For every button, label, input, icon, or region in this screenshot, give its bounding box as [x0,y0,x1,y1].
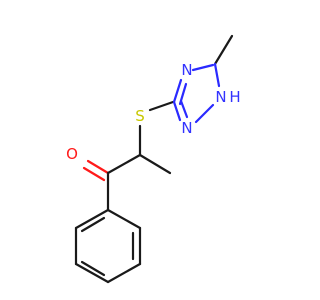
triazole-n2-label: N [181,119,192,137]
phenyl-bond-3 [106,262,142,284]
triazole-n1-label: N [215,88,226,106]
phenyl-bond-1 [106,208,142,230]
molecule-canvas: O S N N H N [58,30,241,284]
molecule-drawing: O S N N H N [66,34,241,284]
triazole-n4-label: N [181,61,192,79]
sulfur-atom-label: S [135,107,145,125]
phenyl-bond-4 [74,262,110,284]
phenyl-bond-6-inner [80,216,106,233]
sulfur-triazole-bond [148,100,175,112]
triazole-n2-c3-b [179,99,189,119]
triazole-h-label: H [229,88,240,106]
triazole-c5-n1 [213,62,221,88]
phenyl-bond-4-inner [80,260,106,277]
ch-methyl-bond [138,153,172,175]
carbonyl-double-bond-b [82,166,106,182]
triazole-n1-n2 [194,103,215,124]
carbonyl-double-bond-a [86,159,110,175]
oxygen-atom-label: O [66,145,78,163]
triazole-c3-n4-a [172,78,183,104]
phenyl-bond-6 [74,208,110,230]
carbonyl-ch-bond [106,153,142,175]
triazole-methyl-bond [213,34,234,66]
triazole-n4-c5 [191,63,215,72]
triazole-n2-c3-a [172,100,182,122]
